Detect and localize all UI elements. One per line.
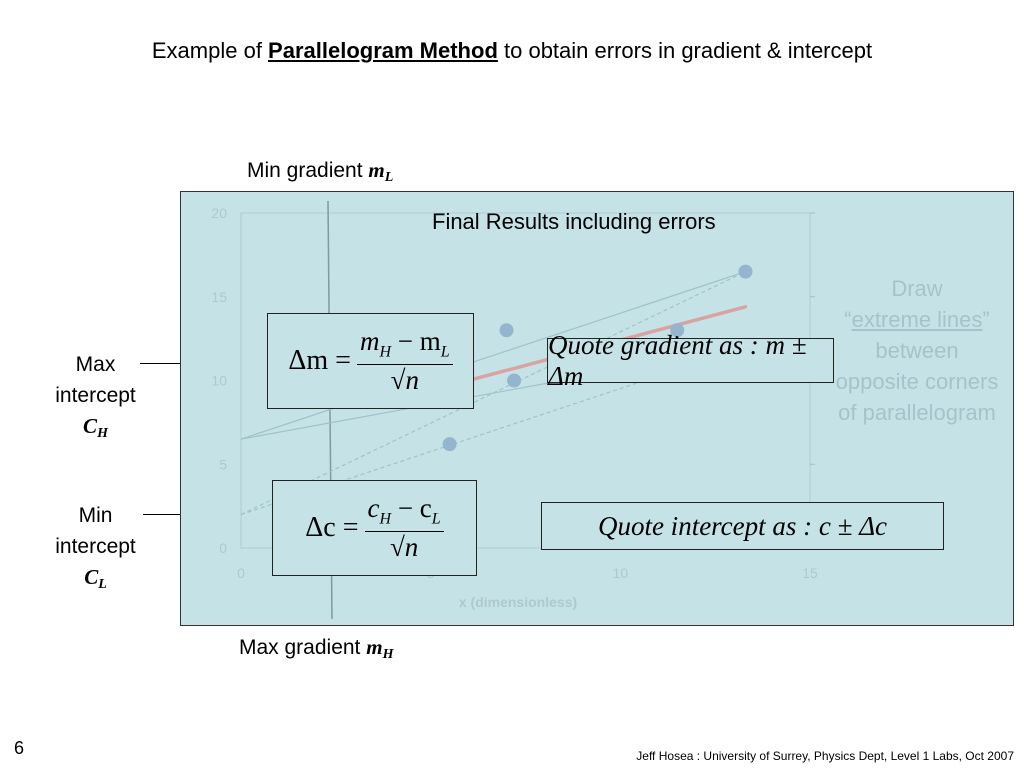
page-number: 6 [14, 738, 25, 758]
note-line-2: “extreme lines” [822, 304, 1012, 335]
x-tick-label: 15 [802, 565, 818, 581]
dm-num-m: m [359, 326, 380, 357]
note-line-4: opposite corners [835, 369, 999, 394]
max-gradient-label: Max gradient mH [239, 632, 393, 670]
delta-c-denominator: √n [389, 530, 419, 562]
dc-num-c: c [367, 493, 380, 524]
y-tick-label: 0 [219, 540, 227, 556]
extreme-lines-link[interactable]: extreme lines [851, 307, 983, 332]
panel-heading: Final Results including errors [432, 209, 716, 234]
dm-den-n: n [405, 363, 419, 395]
dc-den-n: n [404, 530, 419, 562]
min-intercept-line-2: intercept [55, 535, 136, 558]
min-gradient-symbol: m [368, 158, 385, 182]
title-prefix: Example of [151, 38, 269, 63]
note-line-5: of parallelogram [838, 400, 996, 425]
y-tick-label: 15 [211, 289, 227, 305]
title-keyword: Parallelogram Method [268, 38, 498, 63]
title-suffix: to obtain errors in gradient & intercept [497, 38, 873, 63]
quote-intercept-box: Quote intercept as : c ± Δc [541, 502, 944, 550]
min-gradient-sub: L [384, 170, 394, 185]
max-gradient-symbol: m [366, 635, 383, 659]
delta-m-numerator: mH − mL [356, 326, 453, 365]
delta-c-numerator: cH − cL [364, 493, 444, 532]
delta-m-fraction: mH − mL √n [356, 326, 453, 395]
max-gradient-sub: H [382, 647, 394, 662]
max-intercept-line-2: intercept [55, 384, 136, 407]
max-intercept-symbol: C [83, 414, 98, 438]
delta-c-formula: Δc = cH − cL √n [272, 480, 477, 576]
min-intercept-sub: L [98, 577, 107, 592]
delta-m-formula: Δm = mH − mL √n [267, 313, 474, 409]
quote-gradient-box: Quote gradient as : m ± Δm [547, 330, 834, 391]
dm-num-sub-h: H [379, 343, 391, 361]
max-intercept-sub: H [97, 426, 108, 441]
min-intercept-label: Min intercept CL [38, 500, 153, 600]
dc-num-sub-h: H [379, 510, 392, 528]
min-gradient-label: Min gradient mL [247, 155, 393, 193]
note-line-3: between [875, 338, 959, 363]
min-intercept-pointer [143, 514, 180, 515]
x-tick-label: 10 [613, 565, 629, 581]
max-gradient-text: Max gradient [239, 636, 367, 659]
x-axis-label: x (dimensionless) [459, 594, 577, 610]
max-intercept-pointer [140, 363, 180, 364]
dm-num-sub-l: L [440, 343, 450, 361]
x-tick-label: 0 [237, 565, 245, 581]
dc-num-sub-l: L [431, 510, 441, 528]
delta-m-denominator: √n [390, 363, 419, 395]
min-intercept-symbol: C [84, 565, 99, 589]
dc-num-minus: − c [391, 493, 432, 524]
note-open-quote: “ [844, 307, 852, 332]
slide-title: Example of Parallelogram Method to obtai… [0, 38, 1024, 64]
footer-credit: Jeff Hosea : University of Surrey, Physi… [636, 749, 1014, 763]
min-gradient-text: Min gradient [247, 159, 369, 182]
delta-c-fraction: cH − cL √n [364, 493, 444, 562]
delta-c-lhs: Δc = [305, 512, 359, 543]
extreme-lines-note: Draw “extreme lines” between opposite co… [822, 273, 1012, 428]
extreme-line [240, 271, 746, 440]
delta-m-lhs: Δm = [288, 345, 351, 376]
note-line-1: Draw [891, 276, 943, 301]
data-point [499, 323, 514, 338]
note-close-quote: ” [982, 307, 990, 332]
max-intercept-line-1: Max [75, 353, 116, 376]
min-intercept-line-1: Min [78, 504, 113, 527]
y-tick-label: 10 [211, 373, 227, 389]
data-point [670, 323, 685, 338]
y-tick-label: 20 [211, 205, 227, 221]
dm-num-minus: − m [391, 326, 441, 357]
extreme-line [240, 271, 746, 516]
data-point [442, 437, 457, 452]
data-point [507, 373, 522, 388]
y-tick-label: 5 [219, 456, 227, 472]
max-intercept-label: Max intercept CH [38, 349, 153, 449]
data-point [738, 264, 753, 279]
